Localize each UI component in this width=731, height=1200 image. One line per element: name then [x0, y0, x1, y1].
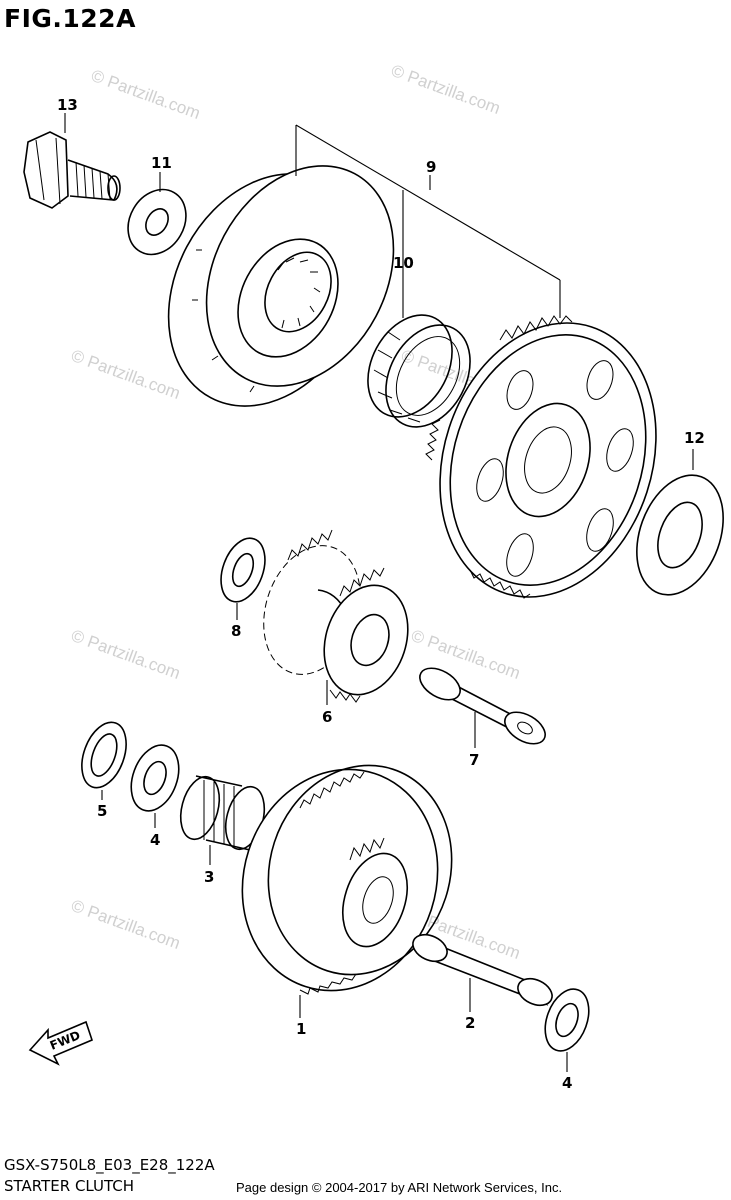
callout-6: 6: [322, 708, 332, 726]
callout-5: 5: [97, 802, 107, 820]
watermark: © Partzilla.com: [69, 896, 183, 953]
callout-12: 12: [684, 429, 705, 447]
part-12-washer: [636, 474, 724, 596]
callout-7: 7: [469, 751, 479, 769]
part-4-washer-upper: [130, 744, 180, 812]
fwd-label: FWD: [48, 1028, 82, 1053]
callout-10: 10: [393, 254, 414, 272]
watermark: © Partzilla.com: [89, 66, 203, 123]
callout-13: 13: [57, 96, 78, 114]
figure-title: FIG.122A: [4, 4, 136, 33]
part-1-driven-gear: [241, 764, 453, 995]
part-2-shaft: [412, 933, 553, 1007]
bracket-lines: [295, 124, 561, 318]
part-8-washer: [220, 537, 266, 603]
watermark: © Partzilla.com: [69, 346, 183, 403]
callout-9: 9: [426, 158, 436, 176]
fwd-arrow-icon: FWD: [28, 1020, 93, 1066]
callout-4-lower: 4: [562, 1074, 572, 1092]
part-5-washer: [81, 721, 127, 789]
part-9-clutch-gear: [425, 315, 657, 599]
callout-4-upper: 4: [150, 831, 160, 849]
callout-3: 3: [204, 868, 214, 886]
part-10-bearing: [367, 314, 471, 428]
part-4-washer-lower: [544, 988, 590, 1052]
model-code: GSX-S750L8_E03_E28_122A: [4, 1156, 215, 1174]
part-11-washer: [127, 188, 187, 256]
callout-1: 1: [296, 1020, 306, 1038]
part-6-idle-gear: [263, 529, 409, 703]
part-13-bolt: [23, 131, 121, 209]
callout-8: 8: [231, 622, 241, 640]
callout-2: 2: [465, 1014, 475, 1032]
watermark: © Partzilla.com: [69, 626, 183, 683]
part-7-shaft: [419, 667, 546, 745]
part-9-clutch-housing: [167, 165, 395, 407]
callout-11: 11: [151, 154, 172, 172]
page-credit: Page design © 2004-2017 by ARI Network S…: [236, 1180, 563, 1195]
section-name: STARTER CLUTCH: [4, 1177, 135, 1195]
watermark: © Partzilla.com: [389, 61, 503, 118]
